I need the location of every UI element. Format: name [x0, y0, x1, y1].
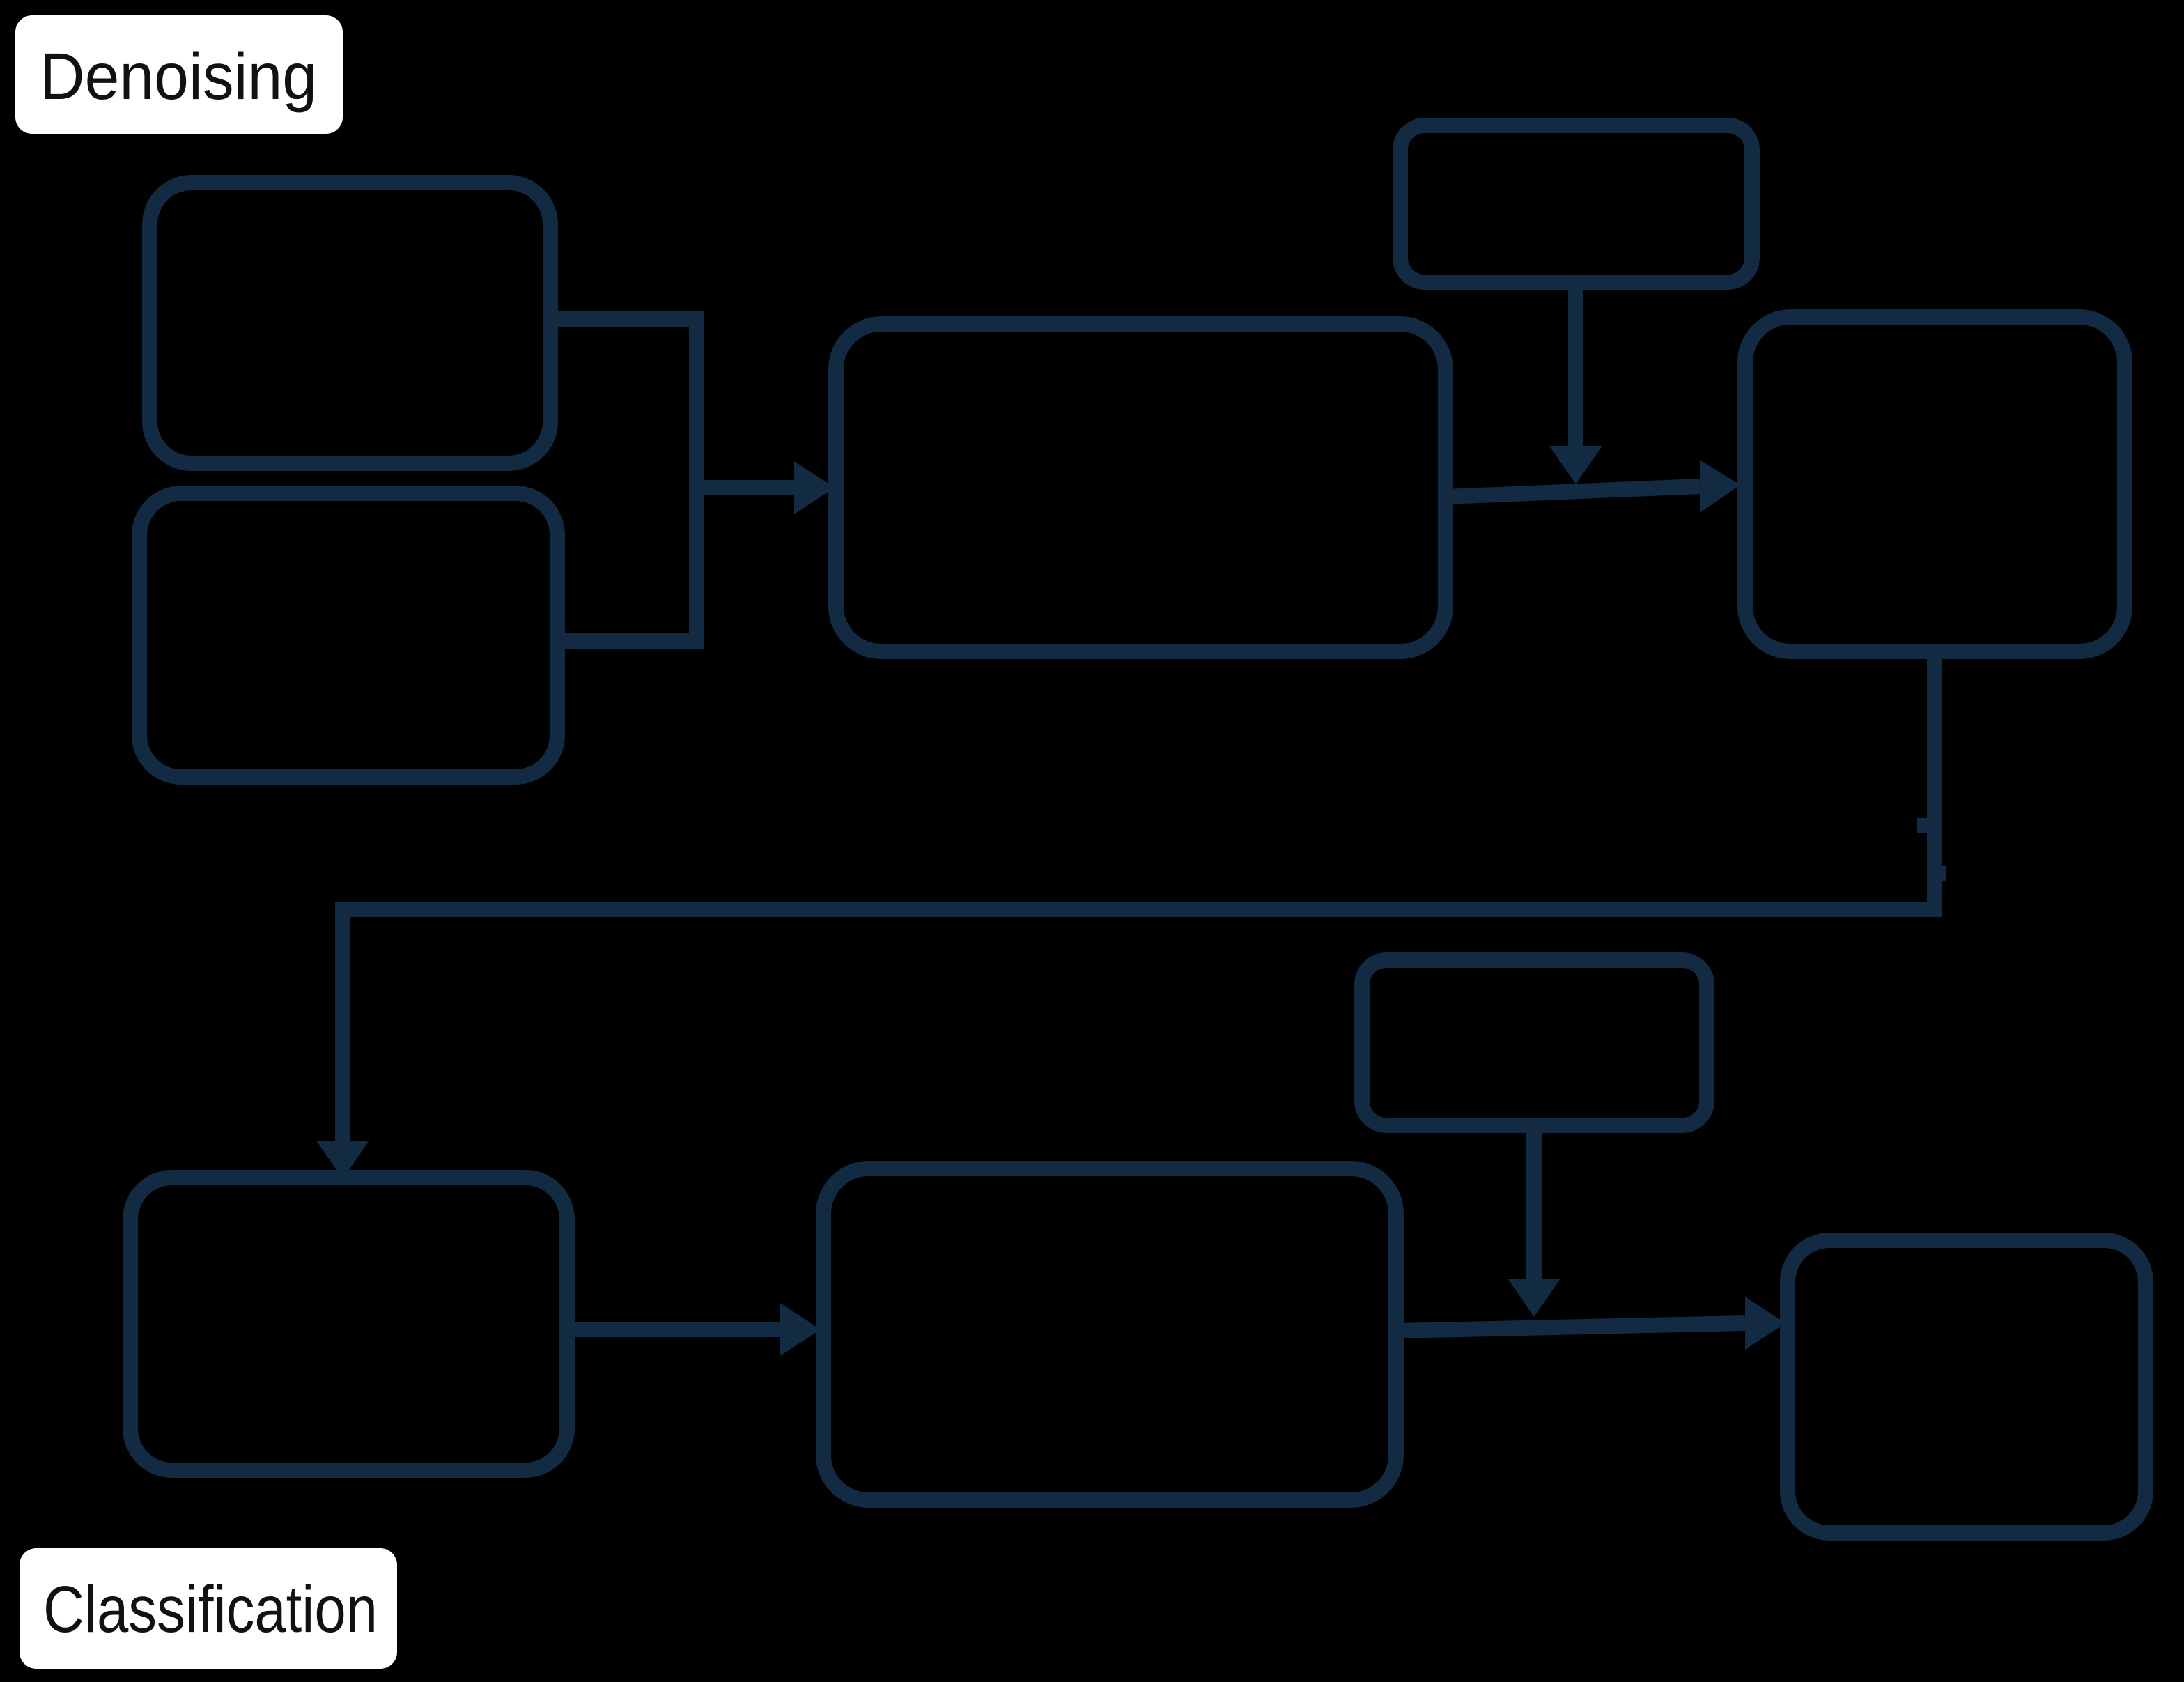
classification-param-box [1354, 952, 1714, 1133]
arrowhead-class-process-to-output [1745, 1297, 1786, 1350]
denoising-process-box [828, 316, 1453, 659]
arrow-denoise-process-to-output [1445, 479, 1701, 504]
render-artifact [1917, 818, 1929, 833]
stage-transition [316, 651, 1946, 1179]
denoising-input-box-bottom [132, 486, 565, 785]
classification-section-label: Classification [43, 1573, 378, 1646]
arrow-class-process-to-output [1395, 1315, 1746, 1338]
classification-section-badge [20, 1548, 397, 1669]
denoising-section-label: Denoising [40, 40, 317, 114]
arrowhead-denoising-param [1549, 446, 1602, 484]
arrowhead-merge-to-denoise-process [794, 461, 835, 514]
denoising-output-box [1737, 309, 2132, 659]
render-artifact [1936, 866, 1946, 881]
classification-output-box [1780, 1233, 2153, 1541]
stage-transition-connector [335, 651, 1942, 1143]
arrowhead-denoise-process-to-output [1700, 460, 1740, 513]
arrowhead-class-input-to-process [780, 1303, 821, 1356]
arrowhead-classification-param [1508, 1279, 1560, 1317]
classification-input-box [123, 1170, 575, 1478]
denoising-section: Denoising [15, 15, 2132, 785]
denoising-input-box-top [142, 175, 558, 471]
denoising-param-box [1393, 118, 1760, 290]
classification-section: Classification [20, 952, 2153, 1669]
denoising-section-badge [15, 15, 343, 134]
classification-process-box [816, 1161, 1404, 1508]
merge-bracket-connector [550, 311, 704, 649]
arrowhead-stage-transition [316, 1141, 369, 1179]
